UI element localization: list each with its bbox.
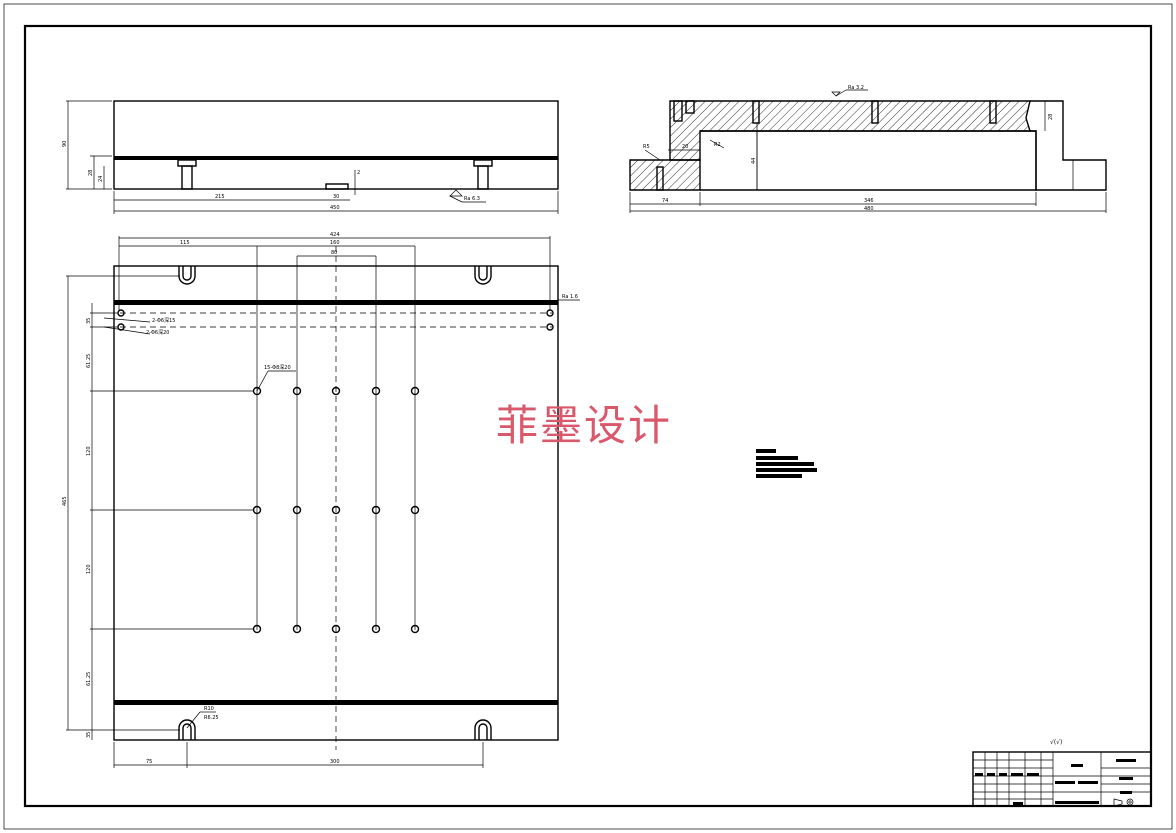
dim-slot-w: R6.25 — [204, 715, 219, 721]
hole-note: 2-Φ6深15 — [152, 317, 175, 324]
dim-height-sub1: 28 — [88, 170, 94, 176]
outer-frame — [3, 3, 1173, 830]
dim-w3: 80 — [331, 250, 337, 256]
dim-len-total: 450 — [330, 205, 340, 211]
dim-r-small: R2 — [714, 142, 721, 148]
dim-mid: 346 — [864, 198, 874, 204]
dim-h5: 61.25 — [86, 672, 92, 686]
dim-r-large: R5 — [643, 144, 650, 150]
front-view: 90 28 24 215 30 450 2 Ra 6.3 — [62, 100, 559, 214]
dim-w1: 20 — [682, 144, 688, 150]
dim-h3: 120 — [86, 446, 92, 456]
dim-overall-w: 424 — [330, 232, 340, 238]
hole-note: 15-Φ8深20 — [264, 364, 291, 371]
watermark: 菲墨设计 — [496, 401, 672, 450]
dim-len-a: 215 — [215, 194, 225, 200]
dim-h4: 120 — [86, 564, 92, 574]
dim-w1: 115 — [180, 240, 190, 246]
roughness-symbol: √(√) — [1050, 739, 1062, 746]
dim-left: 74 — [662, 198, 668, 204]
dim-h2: 61.25 — [86, 354, 92, 368]
technical-notes-redacted — [756, 449, 817, 478]
plan-view: 424 115 160 80 465 35 61.25 120 120 61.2… — [62, 232, 580, 768]
dim-w2: 160 — [330, 240, 340, 246]
dim-total: 480 — [864, 206, 874, 212]
dim-h1: 35 — [86, 318, 92, 324]
hole-note: 2-Φ6深20 — [146, 329, 169, 336]
section-view: Ra 3.2 20 R5 R2 28 44 74 346 480 — [629, 85, 1107, 213]
dim-overall-h: 465 — [62, 496, 68, 506]
inner-frame — [23, 24, 1153, 808]
dim-height-sub2: 24 — [98, 176, 104, 182]
dim-h6: 35 — [86, 732, 92, 738]
dim-bottom-a: 75 — [146, 759, 152, 765]
dim-h2: 44 — [751, 158, 757, 164]
dim-slot-r: R10 — [204, 706, 214, 712]
dim-bottom-b: 300 — [330, 759, 340, 765]
dim-len-b: 30 — [333, 194, 339, 200]
roughness-note: Ra 3.2 — [848, 85, 864, 91]
dim-h1: 28 — [1048, 114, 1054, 120]
roughness-note: Ra 1.6 — [562, 294, 578, 300]
roughness-note: Ra 6.3 — [464, 196, 480, 202]
title-block — [972, 751, 1152, 807]
dim-height-total: 90 — [62, 141, 68, 147]
dim-step: 2 — [357, 170, 360, 176]
